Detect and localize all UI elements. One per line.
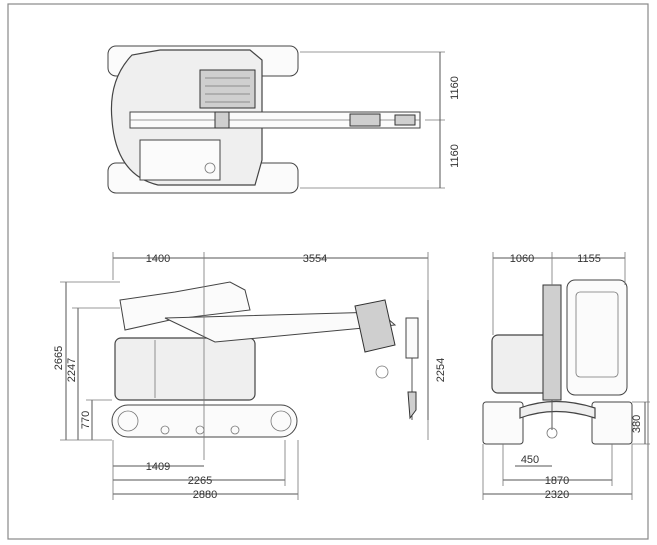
dim-front-left: 1060 bbox=[510, 253, 534, 265]
front-cab bbox=[566, 279, 628, 396]
dim-side-track-center: 1409 bbox=[146, 461, 170, 473]
dim-side-front: 1400 bbox=[146, 253, 170, 265]
dim-top-lower: 1160 bbox=[449, 144, 461, 168]
dim-side-boom: 3554 bbox=[303, 253, 327, 265]
side-track bbox=[111, 404, 298, 438]
outer-border bbox=[7, 3, 649, 540]
top-view bbox=[107, 45, 445, 194]
front-track-right bbox=[591, 401, 633, 445]
dim-front-gauge: 1870 bbox=[545, 475, 569, 487]
dim-side-overall: 2880 bbox=[193, 489, 217, 501]
dim-front-ground: 380 bbox=[631, 415, 643, 433]
side-view bbox=[60, 252, 429, 500]
dim-side-height-total: 2665 bbox=[53, 346, 65, 370]
dim-front-right: 1155 bbox=[577, 253, 601, 265]
side-upper bbox=[119, 281, 251, 331]
dim-front-overall: 2320 bbox=[545, 489, 569, 501]
dim-side-track-length: 2265 bbox=[188, 475, 212, 487]
dim-side-height-hook: 2254 bbox=[435, 358, 447, 382]
front-mast bbox=[542, 284, 562, 401]
dim-side-height-track: 770 bbox=[80, 411, 92, 429]
dim-top-upper: 1160 bbox=[449, 76, 461, 100]
front-view bbox=[482, 252, 650, 500]
dim-side-height-cab: 2247 bbox=[66, 358, 78, 382]
dim-front-hook: 450 bbox=[521, 454, 539, 466]
side-boom bbox=[164, 311, 397, 343]
top-cab bbox=[139, 139, 221, 181]
side-body bbox=[114, 337, 256, 401]
side-boom-head bbox=[354, 299, 396, 353]
front-track-left bbox=[482, 401, 524, 445]
side-hook bbox=[407, 391, 417, 420]
